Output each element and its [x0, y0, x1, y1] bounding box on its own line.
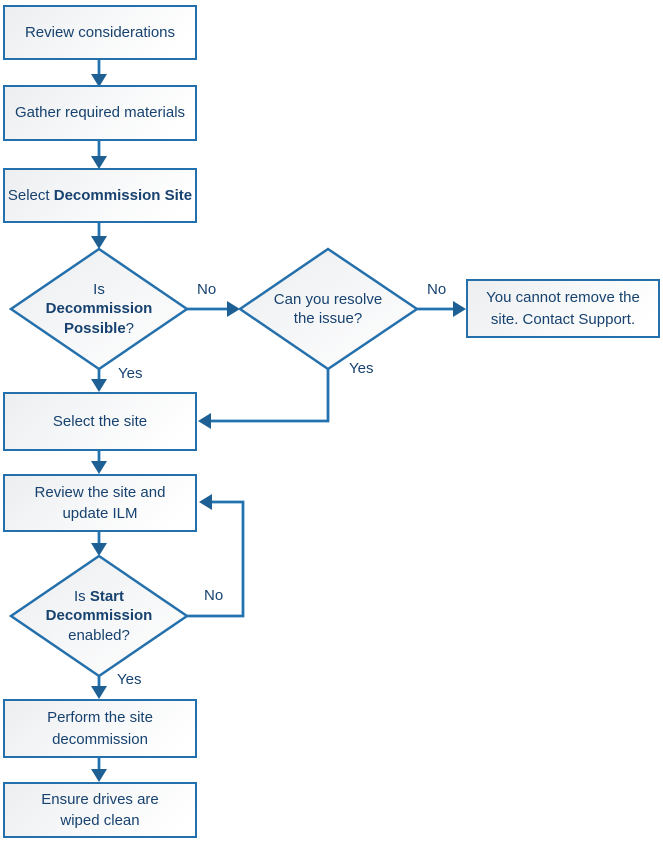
- node-cannot-remove-site-label: You cannot remove the site. Contact Supp…: [486, 289, 640, 328]
- diamond3-line1: Is Start: [73, 588, 125, 606]
- edge-label-no-start-disabled: No: [204, 587, 224, 604]
- node-perform-site-decommission: Perform the site decommission: [3, 699, 197, 758]
- edge-label-yes-start-enabled: Yes: [117, 671, 142, 688]
- node-gather-required-materials: Gather required materials: [3, 85, 197, 141]
- edge-label-yes-can-resolve: Yes: [349, 360, 374, 377]
- connector-lines: [97, 60, 454, 770]
- node-review-site-update-ilm-label: Review the site and update ILM: [34, 483, 166, 522]
- node-review-considerations-label: Review considerations: [24, 23, 176, 41]
- node-ensure-drives-wiped-label: Ensure drives are wiped clean: [41, 790, 159, 829]
- node-select-the-site: Select the site: [3, 392, 197, 451]
- node-ensure-drives-wiped: Ensure drives are wiped clean: [3, 782, 197, 838]
- decision-is-start-decommission-enabled: [8, 554, 190, 678]
- decision-can-you-resolve-issue-label: Can you resolve the issue?: [258, 283, 398, 335]
- decommission-site-bold-text: Decommission Site: [53, 186, 193, 204]
- diamond3-line3: enabled?: [68, 626, 130, 644]
- diamond1-line3: Possible?: [63, 319, 135, 337]
- edge-label-yes-decommission-possible: Yes: [118, 365, 143, 382]
- node-select-decommission-site-label: Select Decommission Site: [8, 185, 192, 206]
- node-review-site-update-ilm: Review the site and update ILM: [3, 474, 197, 532]
- decision-is-decommission-possible-label: Is Decommission Possible?: [19, 270, 179, 348]
- diamond2-text: Can you resolve the issue?: [273, 290, 383, 327]
- diamond1-line1: Is: [93, 281, 105, 299]
- node-perform-site-decommission-label: Perform the site decommission: [47, 709, 153, 748]
- diamond1-line2: Decommission: [45, 300, 153, 318]
- arrowheads: [91, 74, 466, 782]
- node-select-the-site-label: Select the site: [52, 412, 148, 430]
- decision-is-start-decommission-enabled-label: Is Start Decommission enabled?: [19, 577, 179, 655]
- diamond3-line2: Decommission: [45, 607, 153, 625]
- edge-label-no-decommission-not-possible: No: [197, 281, 217, 298]
- node-cannot-remove-site: You cannot remove the site. Contact Supp…: [466, 279, 660, 338]
- decision-can-you-resolve-issue: [237, 247, 420, 371]
- decision-is-decommission-possible: [8, 247, 190, 371]
- node-review-considerations: Review considerations: [3, 5, 197, 60]
- node-gather-required-materials-label: Gather required materials: [14, 104, 186, 122]
- select-prefix-text: Select: [7, 186, 54, 204]
- edge-label-no-cannot-resolve: No: [427, 281, 447, 298]
- node-select-decommission-site: Select Decommission Site: [3, 168, 197, 223]
